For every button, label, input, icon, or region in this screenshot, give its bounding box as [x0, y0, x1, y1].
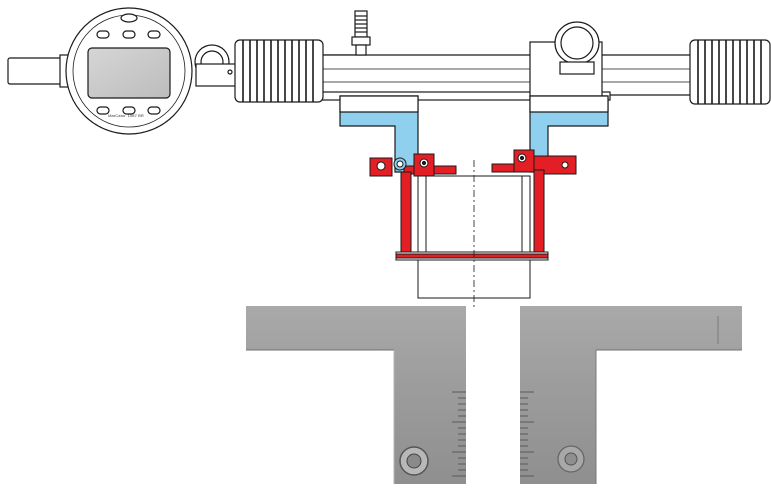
gauge-block-left — [246, 306, 466, 484]
main-bar — [317, 54, 701, 101]
knurled-grip-icon — [234, 39, 324, 103]
indicator-button — [122, 106, 136, 115]
indicator-display — [87, 47, 171, 99]
adjustment-screw-icon — [351, 10, 371, 56]
workpiece — [395, 160, 549, 310]
indicator-stem — [7, 57, 69, 85]
indicator-button — [96, 106, 110, 115]
dial-indicator-icon — [7, 7, 193, 135]
clamp-screw-icon — [517, 153, 569, 169]
gauge-block-screw-icon — [399, 446, 429, 476]
gauge-block-screw-icon — [557, 445, 585, 473]
right-clamp-housing — [529, 21, 603, 98]
indicator-clamp-ring — [194, 44, 237, 87]
knurled-grip-icon — [689, 39, 771, 105]
indicator-logo — [120, 13, 138, 23]
indicator-model: 1087 BR — [127, 113, 144, 118]
clamp-screw-icon — [376, 157, 429, 171]
indicator-button — [122, 30, 136, 39]
mounting-block-left — [339, 95, 419, 173]
indicator-button — [147, 106, 161, 115]
indicator-button — [96, 30, 110, 39]
indicator-button — [147, 30, 161, 39]
gauge-block-right — [520, 306, 742, 484]
indicator-brand: MarCator — [108, 113, 126, 118]
